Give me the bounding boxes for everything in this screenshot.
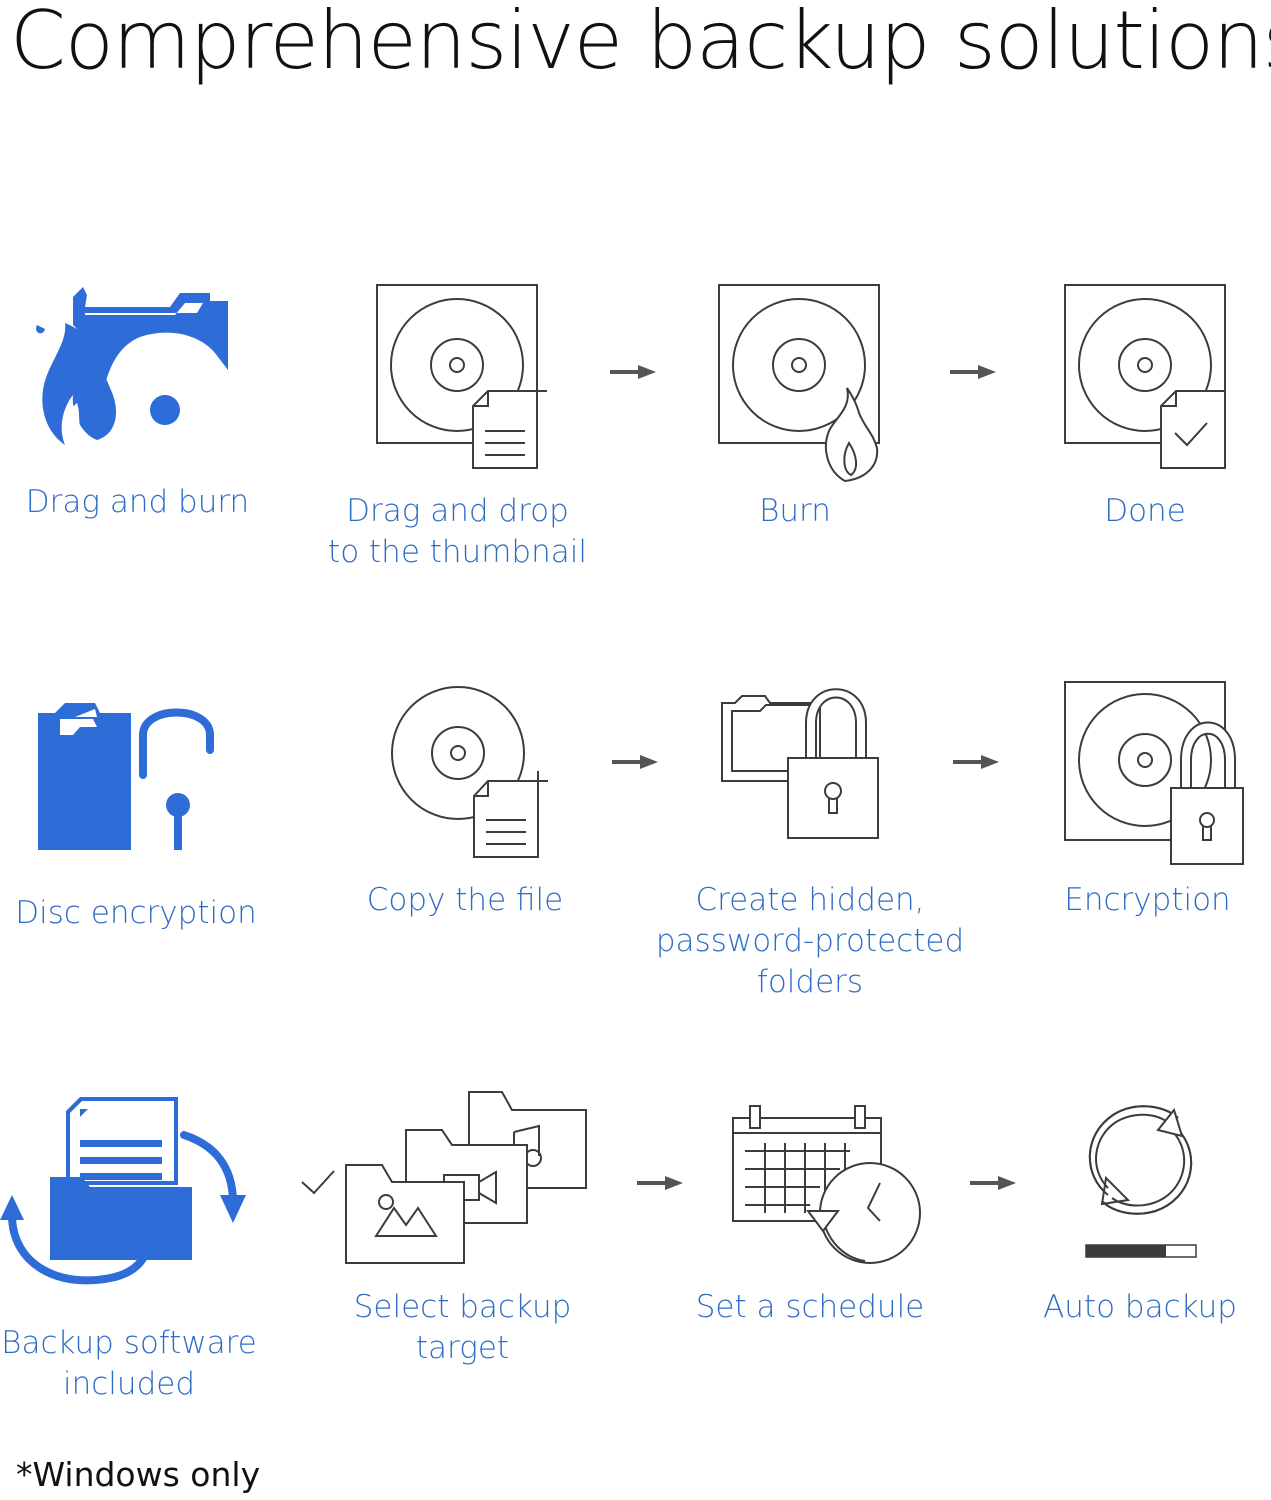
disc-done-icon bbox=[1064, 284, 1226, 469]
select-backup-target-label: Select backup target bbox=[353, 1289, 572, 1366]
folder-lock-icon bbox=[38, 703, 214, 850]
disc-copy-file-icon bbox=[391, 686, 548, 858]
arrow-right-icon bbox=[610, 365, 656, 379]
arrow-right-icon bbox=[953, 755, 999, 769]
arrow-right-icon bbox=[950, 365, 996, 379]
disc-lock-icon bbox=[1064, 681, 1244, 865]
footnote: *Windows only bbox=[16, 1455, 261, 1494]
flame-folder-icon bbox=[36, 287, 228, 445]
page-title: Comprehensive backup solutions bbox=[10, 0, 1271, 87]
arrow-right-icon bbox=[612, 755, 658, 769]
media-folders-icon bbox=[345, 1091, 587, 1264]
backup-software-label: Backup software included bbox=[1, 1325, 257, 1402]
set-a-schedule-label: Set a schedule bbox=[695, 1289, 925, 1325]
done-label: Done bbox=[1104, 493, 1186, 529]
encryption-label: Encryption bbox=[1064, 882, 1231, 918]
copy-the-file-label: Copy the file bbox=[366, 882, 564, 918]
arrow-right-icon bbox=[970, 1176, 1016, 1190]
folders-lock-icon bbox=[721, 688, 879, 839]
checkmark-icon bbox=[301, 1170, 335, 1195]
create-hidden-folders-label: Create hidden, password-protected folder… bbox=[655, 882, 965, 1000]
calendar-clock-icon bbox=[732, 1105, 921, 1264]
disc-encryption-label: Disc encryption bbox=[15, 895, 257, 931]
burn-label: Burn bbox=[759, 493, 831, 529]
arrow-right-icon bbox=[637, 1176, 683, 1190]
progress-fill bbox=[1086, 1245, 1166, 1257]
backup-document-icon bbox=[0, 1097, 246, 1285]
auto-backup-label: Auto backup bbox=[1043, 1289, 1237, 1325]
sync-progress-icon bbox=[1085, 1105, 1197, 1258]
drag-and-drop-label: Drag and drop to the thumbnail bbox=[328, 493, 587, 570]
disc-add-file-icon bbox=[376, 284, 547, 469]
disc-burn-icon bbox=[718, 284, 880, 483]
drag-and-burn-label: Drag and burn bbox=[25, 484, 250, 520]
